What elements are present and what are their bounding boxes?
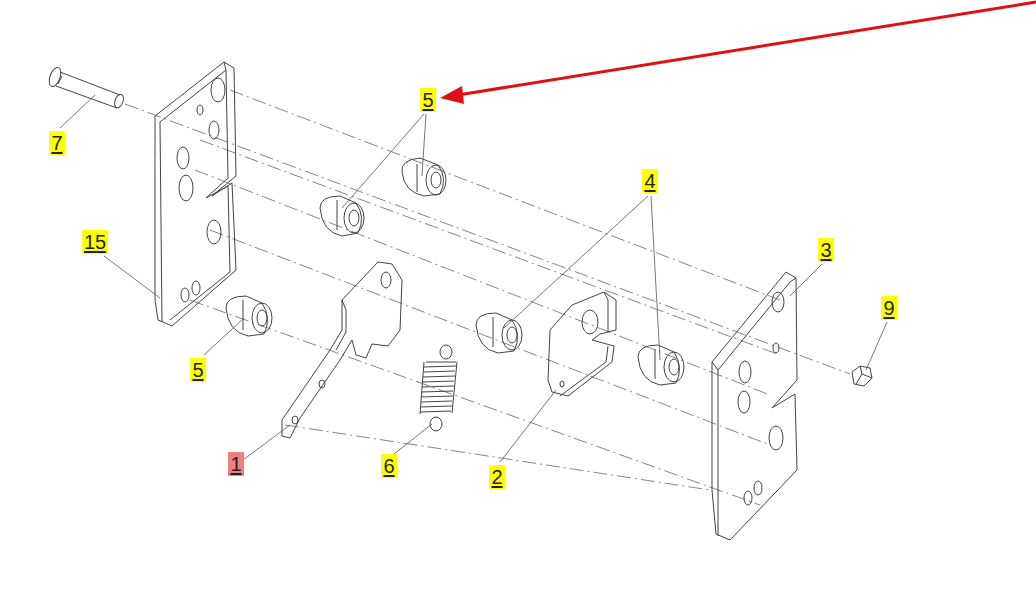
pin [47, 66, 125, 109]
pointer-arrow [440, 2, 1036, 104]
callout-number: 2 [489, 465, 504, 489]
bushing [402, 158, 446, 196]
axis-lines [125, 90, 850, 505]
bushing [638, 345, 684, 385]
bushing [226, 296, 272, 336]
spring [420, 345, 457, 431]
callout-number: 5 [190, 358, 205, 382]
bushing [320, 196, 364, 236]
callout-number: 9 [881, 296, 896, 320]
callout-number: 15 [82, 230, 108, 254]
cam-plate [548, 292, 616, 396]
callout-number: 3 [818, 238, 833, 262]
callout-number: 4 [642, 169, 657, 193]
callout-number: 7 [49, 131, 64, 155]
callout-number: 1 [228, 452, 243, 476]
side-plate [155, 62, 236, 326]
callout-number: 5 [420, 88, 435, 112]
callout-number: 6 [381, 454, 396, 478]
side-plate [712, 272, 797, 540]
bushing [476, 313, 522, 353]
lever [282, 262, 402, 438]
nut [852, 366, 872, 386]
leader-lines [60, 95, 887, 462]
